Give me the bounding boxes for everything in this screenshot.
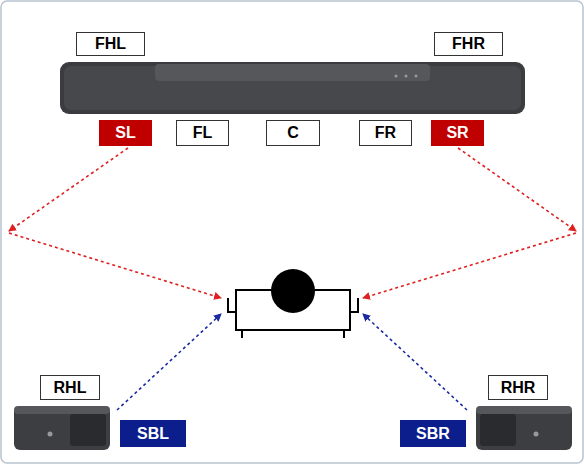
channel-name: FR [375, 124, 396, 142]
channel-name: SR [446, 124, 468, 142]
listener-head [271, 269, 315, 313]
rear-speaker-left [14, 406, 110, 450]
channel-name: FHR [452, 35, 485, 53]
rear-height-label: RHL [40, 375, 100, 400]
reflection-path [363, 233, 576, 298]
rear-sound-path [117, 314, 221, 410]
front-channel-label: FL [176, 120, 229, 146]
reflection-path [9, 233, 221, 298]
couch-legs [242, 330, 344, 338]
rear-speaker-top [476, 406, 572, 414]
surround-back-label: SBR [400, 420, 466, 447]
surround-back-label: SBL [120, 420, 186, 447]
height-channel-label: FHL [76, 32, 145, 56]
soundbar-button [395, 75, 398, 78]
speaker-port [534, 432, 539, 437]
reflection-path [9, 148, 128, 231]
rear-speaker-top [14, 406, 110, 414]
rear-height-label: RHR [488, 375, 548, 400]
side-channel-label: SR [431, 120, 484, 146]
soundbar-button [405, 75, 408, 78]
reflection-path [458, 148, 576, 231]
height-channel-label: FHR [434, 32, 503, 56]
speaker-grille [70, 414, 106, 446]
center-channel-label: C [266, 120, 320, 146]
soundbar-body [60, 62, 525, 114]
speaker-grille [480, 414, 516, 446]
soundbar-top-panel [155, 64, 430, 81]
rear-sound-path [363, 314, 467, 410]
channel-name: RHL [54, 379, 87, 397]
speaker-port [48, 432, 53, 437]
channel-name: SL [115, 124, 135, 142]
channel-name: C [287, 124, 299, 142]
channel-name: FL [193, 124, 213, 142]
side-channel-label: SL [99, 120, 152, 146]
rear-speaker-right [476, 406, 572, 450]
channel-name: SBL [137, 425, 169, 443]
channel-name: SBR [416, 425, 450, 443]
channel-name: FHL [95, 35, 126, 53]
front-channel-label: FR [359, 120, 412, 146]
soundbar-button [415, 75, 418, 78]
channel-name: RHR [501, 379, 536, 397]
